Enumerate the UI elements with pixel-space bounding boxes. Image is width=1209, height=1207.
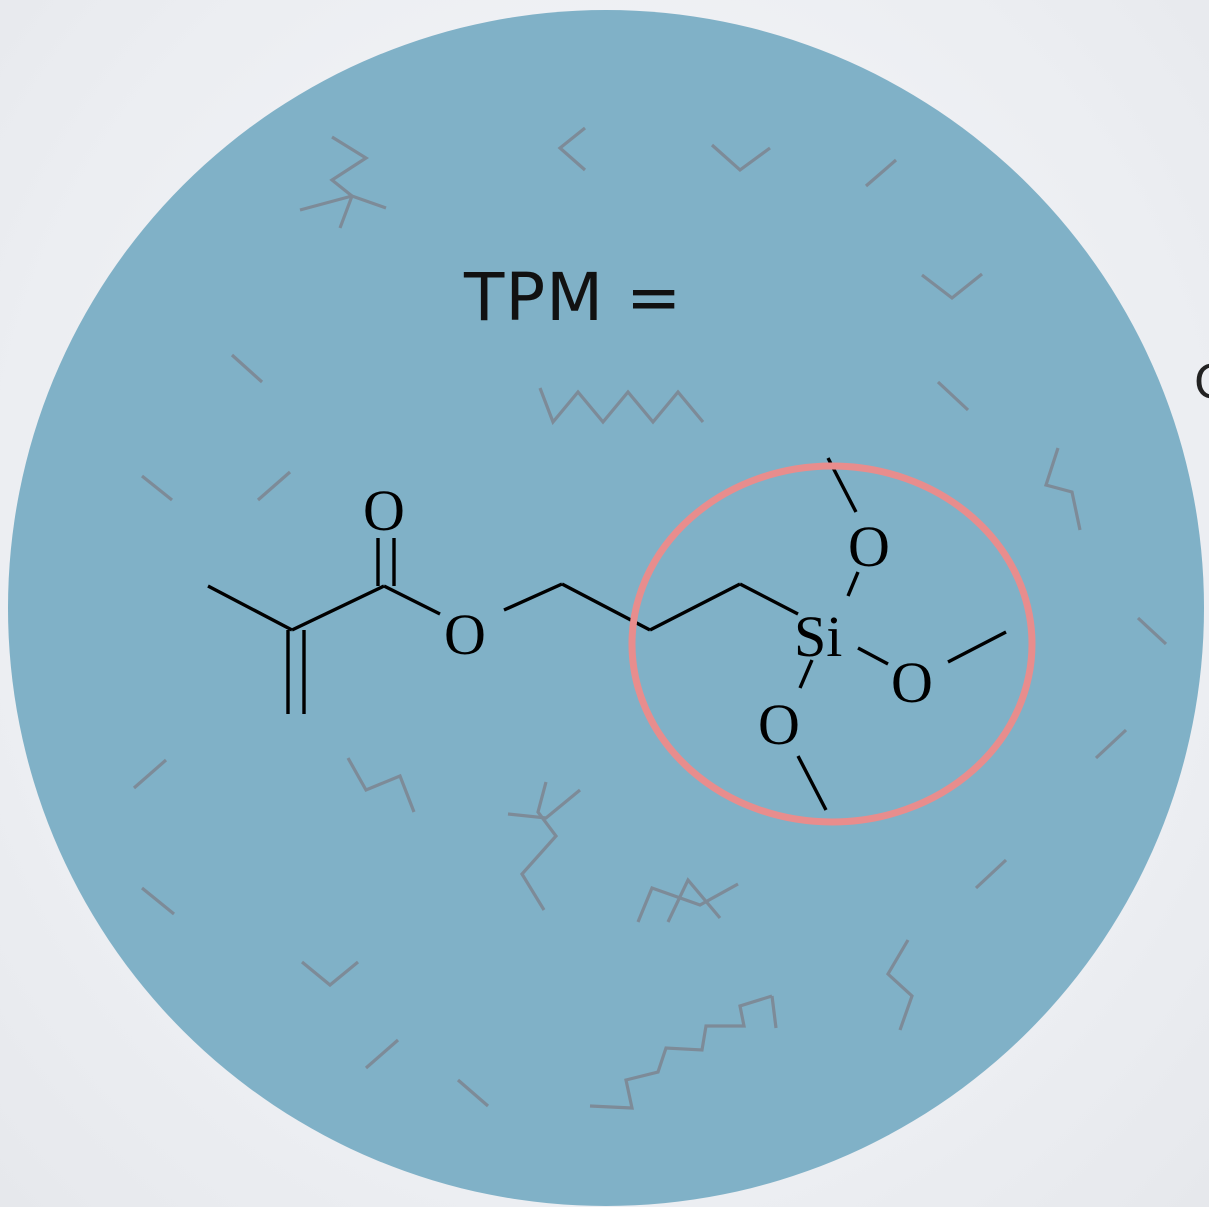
polymer-squiggle [557,126,587,172]
bond [796,755,828,811]
polymer-squiggle [230,353,264,384]
cropped-edge-label: C [1194,355,1209,409]
polymer-squiggle [346,757,416,813]
polymer-squiggle [364,1038,400,1070]
polymer-squiggle [589,994,773,1110]
ester-oxygen-label: O [444,602,486,667]
tpm-title: TPM = [463,259,682,336]
methoxy-oxygen-bottom-label: O [758,692,800,757]
methoxy-oxygen-right-label: O [891,650,933,715]
bond [207,584,293,632]
polymer-squiggle [864,158,898,188]
polymer-squiggle [256,470,292,502]
bond [383,584,441,616]
polymer-squiggle [974,858,1008,890]
bond [739,582,799,616]
polymer-squiggle [329,135,369,229]
polymer-squiggle [520,781,559,911]
bond [503,582,563,612]
polymer-squiggle [936,380,970,412]
bond [857,646,889,666]
silane-highlight-ring [628,462,1036,826]
methoxy-oxygen-top-label: O [848,514,890,579]
polymer-squiggle [921,272,983,301]
bond [947,630,1007,664]
carbonyl-oxygen-label: O [363,478,405,543]
silicon-label: Si [794,604,842,669]
polymer-squiggle [770,995,778,1029]
bond [649,582,741,632]
polymer-squiggle [1094,728,1128,760]
polymer-chain-decorations [132,126,1168,1110]
polymer-squiggle [299,194,387,212]
polymer-squiggle [666,877,722,923]
polymer-squiggle [132,758,168,790]
polymer-squiggle [141,474,173,502]
polymer-squiggle [538,387,705,426]
polymer-squiggle [885,939,914,1031]
polymer-squiggle [1136,616,1168,646]
polymer-squiggle [710,143,771,173]
polymer-squiggle [456,1078,490,1108]
polymer-squiggle [507,788,582,820]
bond [291,584,385,632]
bond [846,571,860,597]
bond [798,659,814,689]
polymer-squiggle [1043,447,1082,531]
polymer-squiggle [140,886,176,916]
polymer-squiggle [636,882,739,923]
tpm-structure-atoms: O O Si O O O [363,478,933,757]
polymer-squiggle [300,960,360,988]
